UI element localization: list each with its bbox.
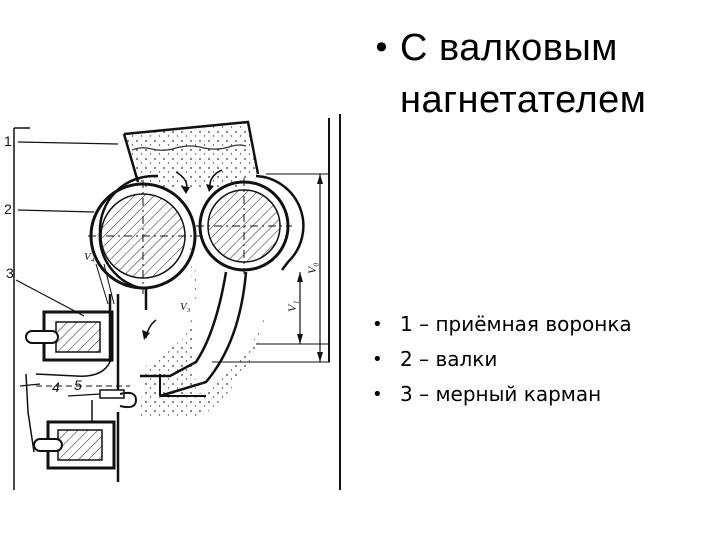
callout-4: 4 [52, 379, 60, 395]
dimension-label-v0: V₀ [305, 262, 319, 274]
callout-2: 2 [4, 201, 12, 217]
legend-item-text: 2 – валки [400, 347, 498, 371]
bullet-icon: • [372, 384, 383, 405]
dimension-label-v1: V₁ [285, 300, 299, 312]
callout-3-leader [15, 279, 85, 317]
bullet-icon: • [372, 314, 383, 335]
roller-feeder-diagram: 1 2 3 4 5 V₄ V₃ V₀ V₁ [4, 114, 341, 490]
callout-1-leader [17, 141, 119, 145]
bullet-icon: • [372, 29, 391, 67]
callout-5-leader [67, 393, 101, 397]
legend-item-text: 1 – приёмная воронка [400, 312, 632, 336]
legend-list: • 1 – приёмная воронка • 2 – валки • 3 –… [372, 310, 712, 415]
callout-4-leader [19, 383, 41, 387]
slide-title-block: • С валковым нагнетателем [372, 22, 712, 126]
title-bullet-row: • С валковым нагнетателем [372, 22, 712, 126]
velocity-label-v4: V₄ [84, 251, 95, 263]
material-flow [140, 182, 266, 418]
callout-1: 1 [4, 133, 12, 149]
callout-2-leader [17, 209, 95, 213]
legend-item: • 2 – валки [372, 345, 712, 374]
legend-item: • 3 – мерный карман [372, 380, 712, 409]
hopper-fill [124, 122, 256, 188]
bullet-icon: • [372, 349, 383, 370]
receiving-hopper [123, 120, 260, 175]
velocity-label-v3: V₃ [180, 301, 191, 313]
callout-3: 3 [6, 265, 14, 281]
legend-item-text: 3 – мерный карман [400, 382, 602, 406]
slide-title: С валковым нагнетателем [400, 27, 647, 121]
legend-item: • 1 – приёмная воронка [372, 310, 712, 339]
callout-5: 5 [74, 377, 82, 393]
